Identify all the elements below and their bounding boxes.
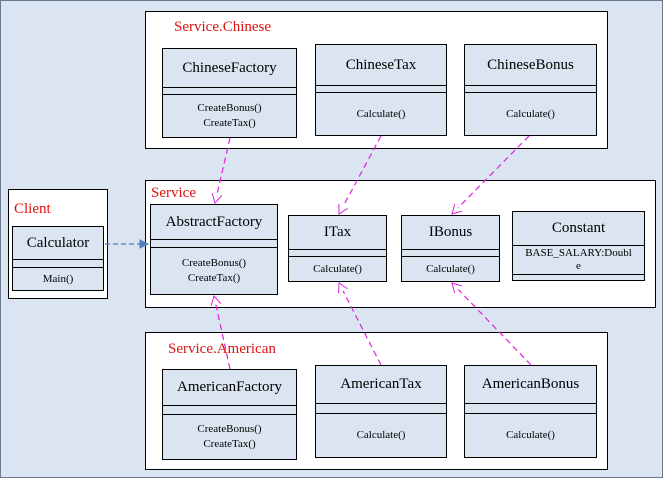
- operation: CreateTax(): [203, 438, 256, 450]
- operation: CreateBonus(): [197, 423, 262, 435]
- operation: Calculate(): [426, 262, 475, 275]
- class-attributes: [13, 260, 103, 268]
- attribute: e: [576, 260, 581, 272]
- package-label: Service: [151, 185, 196, 201]
- class-name: ChineseFactory: [163, 49, 296, 88]
- class-chinese-factory: ChineseFactory CreateBonus() CreateTax(): [162, 48, 297, 138]
- class-attributes: [465, 404, 596, 414]
- operation: CreateTax(): [203, 117, 256, 129]
- class-name: Calculator: [13, 227, 103, 260]
- class-attributes: BASE_SALARY:Doubl e: [513, 246, 644, 275]
- class-name: AmericanFactory: [163, 370, 296, 406]
- class-attributes: [151, 240, 277, 248]
- class-attributes: [163, 406, 296, 415]
- operation: Calculate(): [356, 429, 406, 441]
- class-calculator: Calculator Main(): [12, 226, 104, 291]
- operation: Calculate(): [313, 262, 362, 275]
- class-name: ChineseTax: [316, 45, 446, 86]
- class-name: ITax: [289, 216, 386, 250]
- class-operations: CreateBonus() CreateTax(): [163, 95, 296, 137]
- package-label: Client: [14, 201, 51, 217]
- class-operations: Calculate(): [316, 93, 446, 135]
- operation: Main(): [42, 272, 74, 285]
- class-operations: CreateBonus() CreateTax(): [151, 248, 277, 294]
- package-label: Service.Chinese: [174, 19, 272, 35]
- class-operations: Calculate(): [316, 414, 446, 457]
- class-attributes: [465, 86, 596, 93]
- class-american-tax: AmericanTax Calculate(): [315, 365, 447, 458]
- class-operations: [513, 275, 644, 280]
- class-operations: CreateBonus() CreateTax(): [163, 415, 296, 459]
- class-name: AbstractFactory: [151, 205, 277, 240]
- class-name: IBonus: [402, 216, 499, 250]
- class-operations: Calculate(): [289, 257, 386, 281]
- operation: Calculate(): [506, 107, 555, 120]
- class-constant: Constant BASE_SALARY:Doubl e: [512, 211, 645, 281]
- class-abstract-factory: AbstractFactory CreateBonus() CreateTax(…: [150, 204, 278, 295]
- class-chinese-bonus: ChineseBonus Calculate(): [464, 44, 597, 136]
- package-label: Service.American: [168, 341, 276, 357]
- class-itax: ITax Calculate(): [288, 215, 387, 282]
- class-operations: Main(): [13, 268, 103, 290]
- class-name: ChineseBonus: [465, 45, 596, 86]
- operation: CreateTax(): [187, 272, 241, 284]
- class-operations: Calculate(): [465, 93, 596, 135]
- class-name: AmericanTax: [316, 366, 446, 404]
- class-chinese-tax: ChineseTax Calculate(): [315, 44, 447, 136]
- operation: Calculate(): [506, 429, 555, 441]
- class-american-factory: AmericanFactory CreateBonus() CreateTax(…: [162, 369, 297, 460]
- class-attributes: [402, 250, 499, 257]
- class-operations: Calculate(): [465, 414, 596, 457]
- class-attributes: [316, 86, 446, 93]
- operation: CreateBonus(): [197, 102, 262, 114]
- attribute: BASE_SALARY:Doubl: [525, 247, 632, 259]
- class-operations: Calculate(): [402, 257, 499, 281]
- class-attributes: [289, 250, 386, 257]
- operation: Calculate(): [356, 107, 406, 120]
- class-name: AmericanBonus: [465, 366, 596, 404]
- class-attributes: [316, 404, 446, 414]
- class-attributes: [163, 88, 296, 95]
- class-ibonus: IBonus Calculate(): [401, 215, 500, 282]
- class-name: Constant: [513, 212, 644, 246]
- class-american-bonus: AmericanBonus Calculate(): [464, 365, 597, 458]
- operation: CreateBonus(): [181, 257, 247, 269]
